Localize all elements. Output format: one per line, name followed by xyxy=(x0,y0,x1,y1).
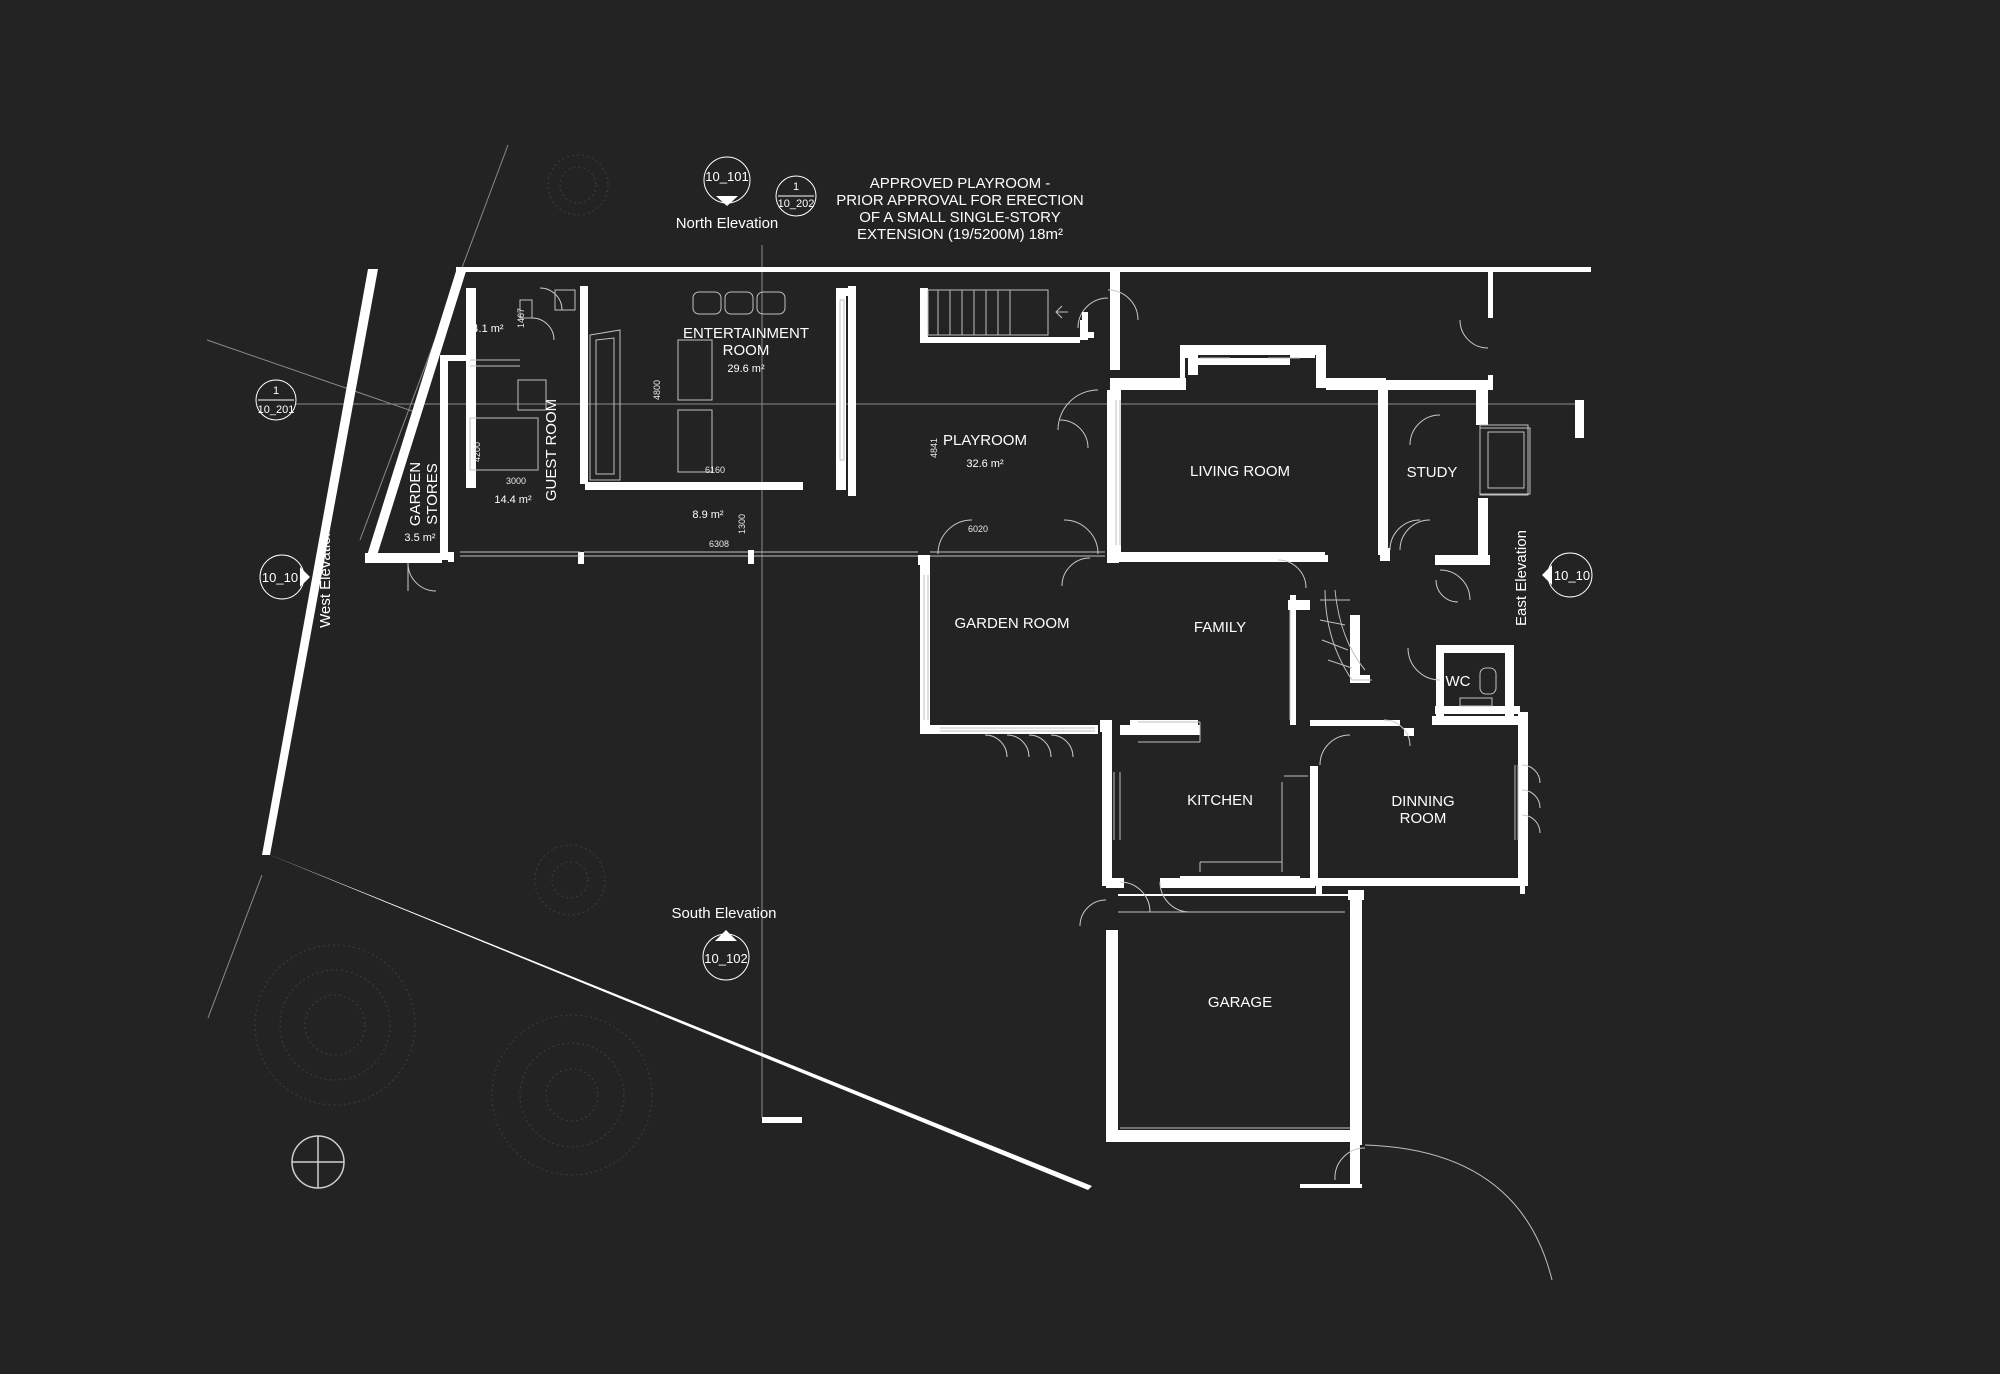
section-marker-10-202[interactable]: 1 10_202 xyxy=(775,175,817,217)
south-elevation-marker[interactable]: South Elevation 10_102 xyxy=(671,905,777,981)
room-label-garden-room: GARDEN ROOM xyxy=(954,615,1069,632)
room-area-small: 4.1 m² xyxy=(472,323,504,335)
dim-4800: 4800 xyxy=(652,380,662,400)
south-elevation-ref: 10_102 xyxy=(704,951,747,966)
west-section-ref: 10_201 xyxy=(258,404,295,416)
room-area-entertainment: 29.6 m² xyxy=(727,363,765,375)
section-number: 1 xyxy=(793,181,799,193)
note-line-3: OF A SMALL SINGLE-STORY xyxy=(859,209,1060,226)
north-elevation-label: North Elevation xyxy=(676,215,779,232)
south-elevation-label: South Elevation xyxy=(671,905,776,922)
room-area-garden-stores: 3.5 m² xyxy=(404,532,436,544)
room-label-study: STUDY xyxy=(1407,464,1458,481)
east-elevation-marker[interactable]: 10_10 East Elevation xyxy=(1513,530,1593,626)
note-line-2: PRIOR APPROVAL FOR ERECTION xyxy=(836,192,1084,209)
dim-6308: 6308 xyxy=(709,539,729,549)
room-area-guest: 14.4 m² xyxy=(494,494,532,506)
room-labels: ENTERTAINMENT ROOM 29.6 m² PLAYROOM 32.6… xyxy=(404,323,1470,1011)
east-elevation-label: East Elevation xyxy=(1513,530,1530,626)
dim-3000: 3000 xyxy=(506,476,526,486)
section-marker-10-201[interactable]: 1 10_201 xyxy=(255,379,297,421)
north-elevation-ref: 10_101 xyxy=(705,169,748,184)
room-label-garden-stores-2: STORES xyxy=(424,463,441,524)
site-boundary xyxy=(262,267,1591,1281)
room-area-corridor: 8.9 m² xyxy=(692,509,724,521)
dim-6160: 6160 xyxy=(705,465,725,475)
dim-4200: 4200 xyxy=(472,442,482,462)
room-label-dining: DINNING xyxy=(1391,793,1454,810)
room-label-dining-2: ROOM xyxy=(1400,810,1447,827)
room-label-living: LIVING ROOM xyxy=(1190,463,1290,480)
room-area-playroom: 32.6 m² xyxy=(966,458,1004,470)
dim-4841: 4841 xyxy=(929,438,939,458)
room-label-entertainment: ENTERTAINMENT xyxy=(683,325,809,342)
west-section-number: 1 xyxy=(273,385,279,397)
doors xyxy=(407,287,1541,1181)
west-elevation-ref: 10_10 xyxy=(262,570,298,585)
note-line-4: EXTENSION (19/5200M) 18m² xyxy=(857,226,1063,243)
stairs-furniture xyxy=(469,289,1531,707)
room-label-entertainment-2: ROOM xyxy=(723,342,770,359)
room-label-wc: WC xyxy=(1446,673,1471,690)
north-elevation-marker[interactable]: 10_101 North Elevation xyxy=(676,156,779,232)
building-walls xyxy=(365,268,1528,1188)
room-label-garage: GARAGE xyxy=(1208,994,1272,1011)
dim-1467: 1467 xyxy=(516,308,526,328)
room-label-kitchen: KITCHEN xyxy=(1187,792,1253,809)
room-label-family: FAMILY xyxy=(1194,619,1246,636)
note-line-1: APPROVED PLAYROOM - xyxy=(870,175,1051,192)
compass-icon xyxy=(291,1135,345,1189)
west-elevation-marker[interactable]: 10_10 West Elevation xyxy=(259,528,334,628)
section-ref: 10_202 xyxy=(778,198,815,210)
room-label-garden-stores: GARDEN xyxy=(407,462,424,526)
landscape-trees xyxy=(254,154,653,1176)
dim-6020: 6020 xyxy=(968,524,988,534)
dim-1300: 1300 xyxy=(737,514,747,534)
dimension-labels: 1467 4800 6160 4200 3000 4841 1300 6308 … xyxy=(472,308,988,549)
glazing xyxy=(460,357,1529,1129)
approval-note: APPROVED PLAYROOM - PRIOR APPROVAL FOR E… xyxy=(836,175,1084,243)
construction-lines xyxy=(206,144,1580,1118)
room-label-guest: GUEST ROOM xyxy=(543,399,560,501)
east-elevation-ref: 10_10 xyxy=(1554,568,1590,583)
room-label-playroom: PLAYROOM xyxy=(943,432,1027,449)
west-elevation-label: West Elevation xyxy=(317,528,334,628)
